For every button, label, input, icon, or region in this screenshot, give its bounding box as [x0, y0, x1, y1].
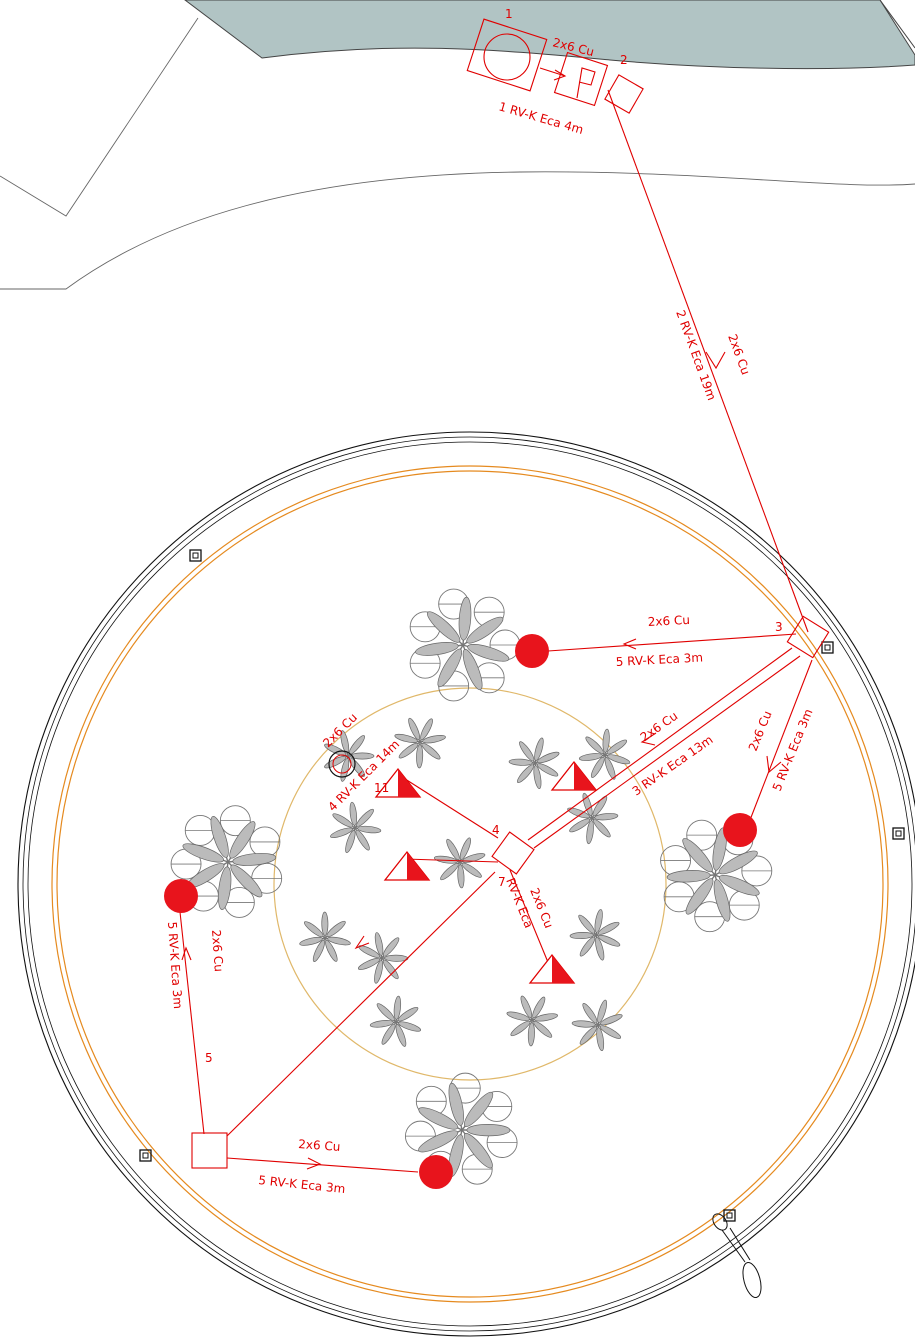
cable-line [607, 89, 809, 633]
cable-spec-label: 2x6 Cu [647, 613, 690, 629]
plant-symbol [506, 995, 558, 1047]
node-3-junction-box[interactable] [786, 615, 830, 659]
cable-arrow [705, 351, 726, 370]
plant-symbol [508, 737, 560, 789]
uplight-fill [574, 762, 596, 790]
plant-symbol [299, 911, 351, 962]
cable-line [749, 659, 813, 821]
node-1b-panel[interactable] [553, 51, 609, 107]
cable-arrow [553, 69, 567, 81]
cable-arrow [766, 755, 782, 774]
cable-spec-label: 2x6 Cu [209, 929, 226, 972]
uplight-fill [552, 955, 574, 983]
cable-run-label: 1 RV-K Eca 4m [497, 99, 585, 137]
cable-arrow [354, 935, 370, 950]
plant-symbol [394, 717, 446, 769]
cable-run-label: 5 RV-K Eca 3m [615, 650, 703, 669]
cable-line [404, 858, 499, 863]
plant-symbol [330, 801, 382, 853]
cable-line [509, 869, 553, 973]
node-label: 3 [775, 620, 783, 634]
ring-marker [139, 1149, 152, 1162]
inner-planting-ring [273, 687, 667, 1081]
luminaire-circle[interactable] [419, 1155, 453, 1189]
plant-symbol [567, 792, 619, 845]
plant-symbol [666, 827, 760, 922]
cable-spec-label: 2x6 Cu [638, 709, 681, 745]
planting-clusters [170, 588, 773, 1185]
uplight-fill [398, 769, 420, 797]
cable-arrow [622, 638, 637, 650]
plant-symbol [357, 932, 409, 984]
cable-arrow [640, 732, 657, 746]
cable-run-label: 2 RV-K Eca 19m [673, 308, 719, 402]
cable-labels: 1 2 2x6 Cu 1 RV-K Eca 4m 2x6 Cu 2 RV-K E… [165, 7, 815, 1196]
ring-marker [892, 827, 905, 840]
node-2-junction-box[interactable] [604, 74, 644, 114]
plant-symbol [182, 816, 277, 910]
uplights [374, 760, 598, 984]
cable-run-label: 5 RV-K Eca 3m [258, 1173, 346, 1196]
cable-run-label: 5 RV-K Eca 3m [165, 921, 185, 1009]
plant-symbol [369, 995, 422, 1047]
cable-spec-label: 2x6 Cu [746, 709, 775, 753]
ring-marker [189, 549, 202, 562]
cable-spec-label: 2x6 Cu [298, 1137, 341, 1154]
cable-line [226, 1157, 419, 1173]
node-11-pole[interactable] [328, 750, 356, 778]
plaza-outline [17, 431, 915, 1337]
plant-symbol [571, 999, 623, 1052]
plant-symbol [415, 596, 510, 691]
node-1-transformer[interactable] [466, 18, 548, 92]
water-edge-line [879, 0, 915, 49]
ring-marker [723, 1209, 736, 1222]
terrain-line [0, 17, 199, 217]
path-edge-line [0, 171, 915, 290]
cable-line [533, 655, 801, 849]
uplight-fill [407, 852, 429, 880]
ring-marker [821, 641, 834, 654]
plant-symbol [433, 837, 486, 889]
cable-line [547, 633, 797, 652]
luminaire-circle[interactable] [164, 879, 198, 913]
drain-symbol [712, 1213, 762, 1299]
node-label: 11 [374, 781, 389, 795]
node-label: 7 [498, 875, 506, 889]
plant-symbol [578, 728, 631, 780]
cable-line [179, 911, 205, 1135]
path-ring [51, 465, 889, 1303]
node-label: 4 [492, 823, 500, 837]
node-label: 5 [205, 1051, 213, 1065]
plant-symbol [324, 730, 375, 782]
luminaire-circle[interactable] [723, 813, 757, 847]
plant-symbol [569, 909, 621, 961]
cable-arrow [181, 946, 192, 961]
node-label: 2 [620, 53, 628, 67]
cable-arrow [306, 1157, 322, 1170]
cable-line [527, 647, 793, 841]
cable-spec-label: 2x6 Cu [725, 332, 753, 376]
cable-run-label: RV-K Eca [503, 876, 536, 930]
luminaire-circle[interactable] [515, 634, 549, 668]
plant-symbol [418, 1082, 511, 1178]
water-area [184, 0, 915, 70]
node-4-junction-box[interactable] [491, 831, 535, 875]
cable-line [226, 871, 496, 1137]
cable-routes [179, 67, 813, 1173]
cable-line [401, 776, 499, 839]
node-label: 1 [505, 7, 513, 21]
node-5-junction-box[interactable] [191, 1132, 228, 1169]
